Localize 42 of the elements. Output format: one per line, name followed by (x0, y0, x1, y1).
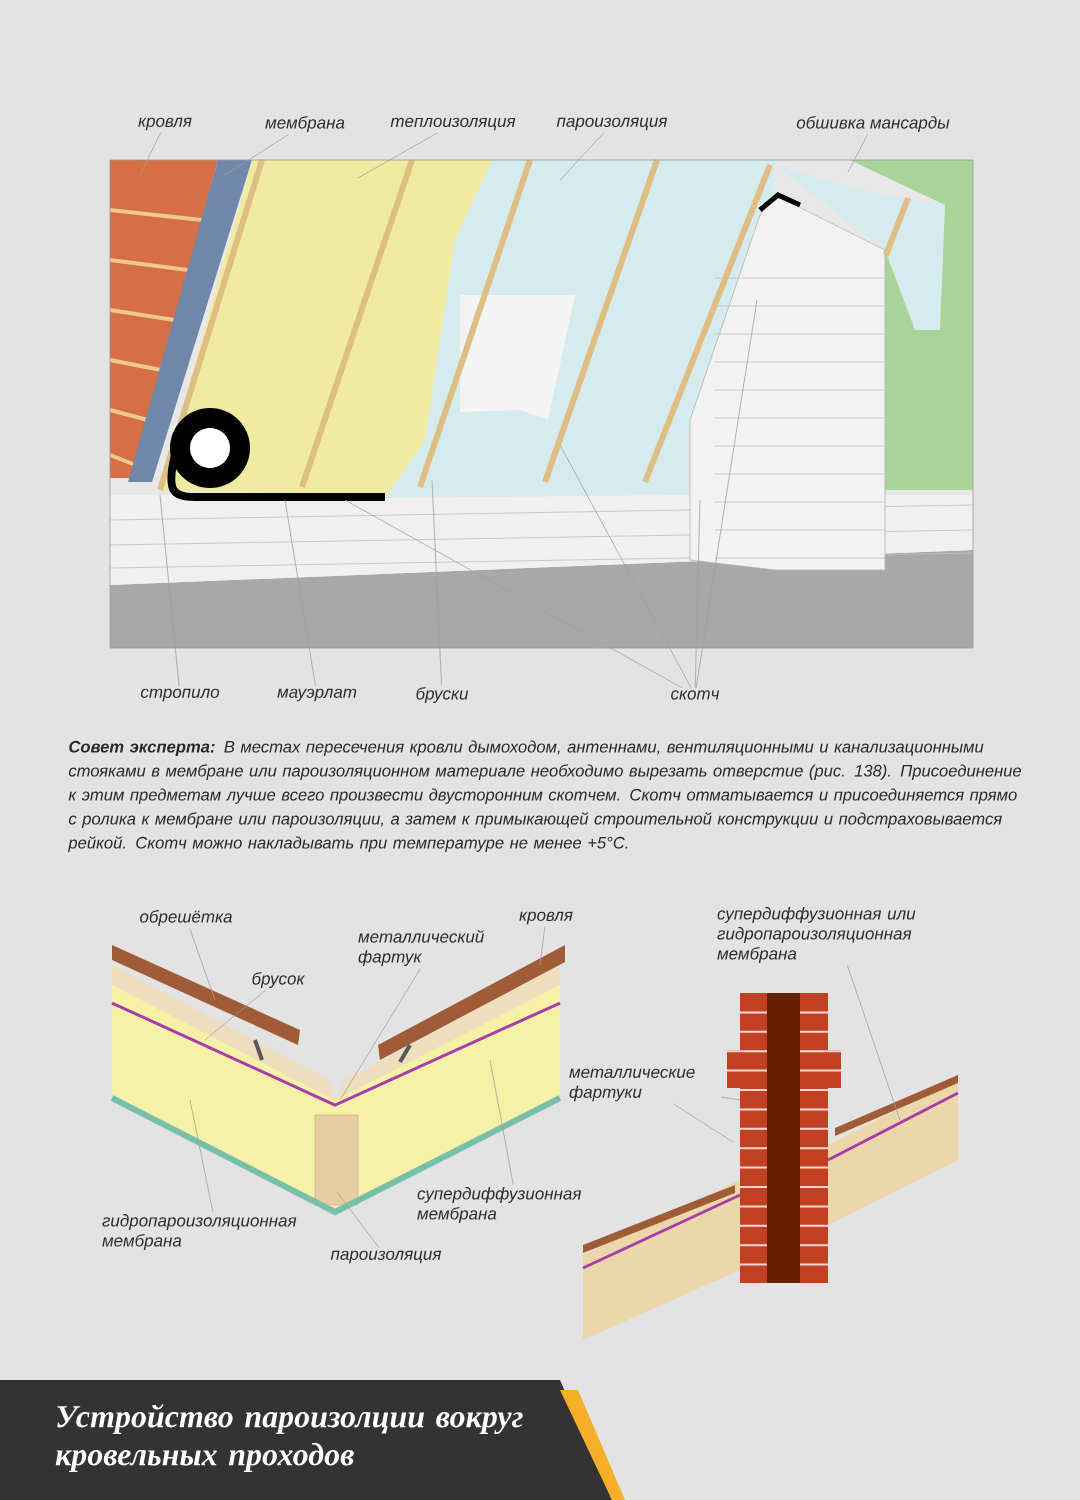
part-label: пароизоляция (330, 1250, 442, 1264)
leader-line (559, 132, 605, 181)
part-label: гидропароизоляционная мембрана (102, 1214, 297, 1250)
part-label: теплоизоляция (390, 117, 516, 131)
leader-line (224, 134, 290, 176)
leader-line (189, 1099, 214, 1213)
leader-line (539, 926, 546, 966)
part-label: скотч (671, 690, 720, 700)
leader-line (204, 990, 266, 1041)
part-label: обрешётка (140, 910, 232, 926)
leader-line (284, 499, 316, 687)
leader-line (139, 132, 162, 176)
leader-line (159, 494, 180, 687)
part-label: металлические фартуки (569, 1068, 695, 1102)
leader-line (431, 479, 442, 685)
part-label: кровля (519, 911, 573, 925)
part-label: пароизоляция (556, 117, 668, 131)
part-label: супердиффузионная мембрана (417, 1187, 582, 1223)
expert-tip: Совет эксперта: В местах пересечения кровли дымоходом, антеннами, вентиляционными и канализационными стояками в мембране или пароизоляционном материале необходимо вырезать отверстие (рис. 138). Присоединение к этим предметам лучше всего произвести двусторонним скотчем. Скотч отматывается и присоединяется прямо с ролика к мембране или пароизоляции, а затем к примыкающей строительной конструкции и подстраховывается рейкой. Скотч можно накладывать при температуре не менее +5°C. (68, 740, 1022, 852)
part-label: мауэрлат (277, 688, 357, 702)
leader-line (846, 964, 901, 1121)
leader-line (672, 1103, 734, 1143)
leader-line (489, 1059, 514, 1186)
title-banner: Устройство пароизолции вокруг кровельных проходов (0, 1380, 625, 1500)
part-label: металлический фартук (358, 929, 484, 967)
leader-line (559, 444, 692, 689)
part-label: кровля (138, 117, 192, 131)
leader-line (721, 1096, 741, 1101)
part-label: стропило (140, 688, 220, 702)
leader-line (189, 928, 216, 1001)
part-label: обшивка мансарды (796, 116, 950, 132)
part-label: брусок (252, 972, 305, 988)
leader-line (695, 299, 758, 689)
part-label: мембрана (265, 116, 345, 132)
leader-line (357, 132, 439, 179)
leader-line (336, 1191, 380, 1249)
leader-line (847, 134, 868, 173)
leader-line (694, 499, 701, 689)
part-label: супердиффузионная или гидропароизоляционная мембрана (717, 907, 916, 963)
leader-line (339, 968, 421, 1101)
leader-line (344, 499, 683, 689)
part-label: бруски (416, 687, 469, 703)
